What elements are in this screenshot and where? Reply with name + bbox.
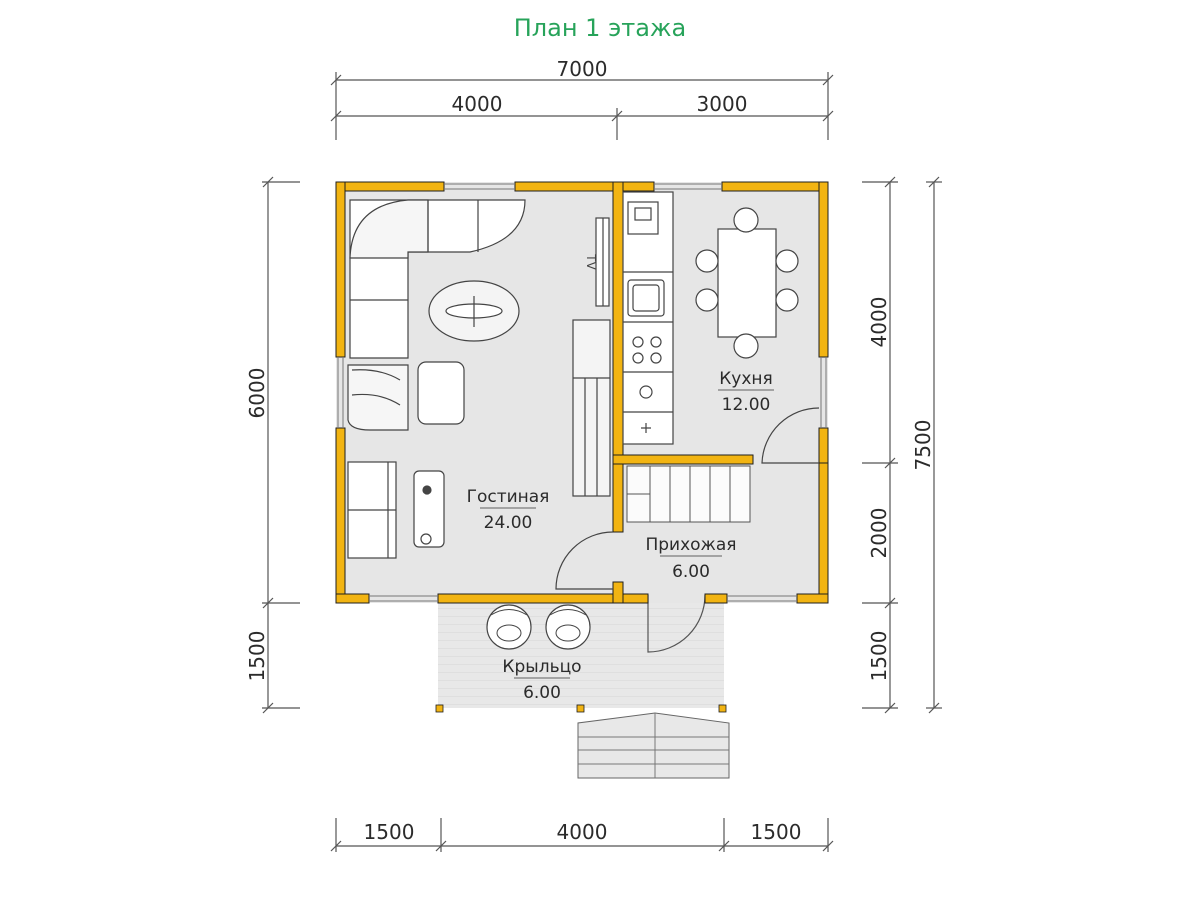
room-label-living: Гостиная 24.00 — [467, 487, 550, 533]
room-label-kitchen: Кухня 12.00 — [718, 369, 774, 415]
porch-chair-icon — [486, 604, 532, 650]
porch-chair-icon — [545, 604, 591, 650]
room-name-kitchen: Кухня — [719, 369, 773, 389]
dim-bottom-right: 1500 — [751, 820, 802, 844]
dim-top-right: 3000 — [697, 92, 748, 116]
room-name-living: Гостиная — [467, 487, 550, 507]
plan-title: План 1 этажа — [513, 14, 687, 42]
room-area-porch: 6.00 — [523, 683, 561, 703]
dim-right-porch: 1500 — [867, 631, 891, 682]
living-room-furniture — [347, 199, 614, 590]
dim-right-total: 7500 — [911, 420, 935, 471]
dim-top-left: 4000 — [452, 92, 503, 116]
porch — [435, 594, 730, 779]
kitchen-furniture — [622, 191, 820, 464]
dim-right-hall: 2000 — [867, 508, 891, 559]
room-name-hall: Прихожая — [645, 535, 736, 555]
dimension-lines — [262, 72, 942, 852]
room-name-porch: Крыльцо — [502, 657, 581, 677]
room-label-porch: Крыльцо 6.00 — [502, 657, 581, 703]
staircase — [626, 465, 751, 523]
windows — [337, 183, 827, 602]
room-area-living: 24.00 — [484, 513, 533, 533]
dim-bottom-middle: 4000 — [557, 820, 608, 844]
dim-right-kitchen: 4000 — [867, 297, 891, 348]
room-label-hall: Прихожая 6.00 — [645, 535, 736, 582]
tv-label: TV — [584, 253, 598, 270]
room-area-hall: 6.00 — [672, 562, 710, 582]
dim-left-porch: 1500 — [245, 631, 269, 682]
dim-top-total: 7000 — [557, 57, 608, 81]
dim-left-house: 6000 — [245, 368, 269, 419]
room-area-kitchen: 12.00 — [722, 395, 771, 415]
dim-bottom-left: 1500 — [364, 820, 415, 844]
walls — [335, 181, 829, 604]
